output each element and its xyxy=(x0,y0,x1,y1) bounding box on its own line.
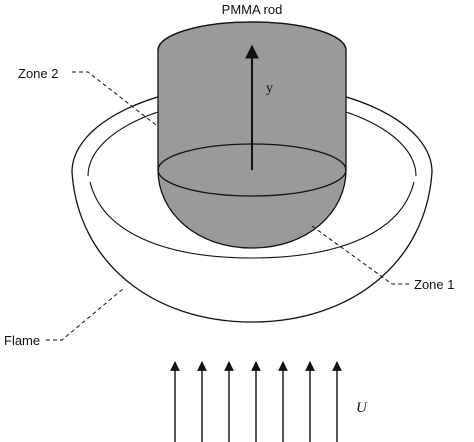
y-axis-label: y xyxy=(266,81,273,96)
flow-velocity-label: U xyxy=(356,400,368,416)
flow-arrows xyxy=(170,361,342,442)
zone2-label: Zone 2 xyxy=(18,66,58,81)
flame-label: Flame xyxy=(4,333,40,348)
flame-leader-line xyxy=(46,287,125,341)
rod-label: PMMA rod xyxy=(222,2,283,17)
zone2-leader-line xyxy=(72,71,157,126)
zone1-leader-line xyxy=(311,225,410,285)
pmma-rod-top-edge xyxy=(157,21,347,51)
flame-bowl-inner xyxy=(89,181,415,259)
zone1-label: Zone 1 xyxy=(414,277,454,292)
